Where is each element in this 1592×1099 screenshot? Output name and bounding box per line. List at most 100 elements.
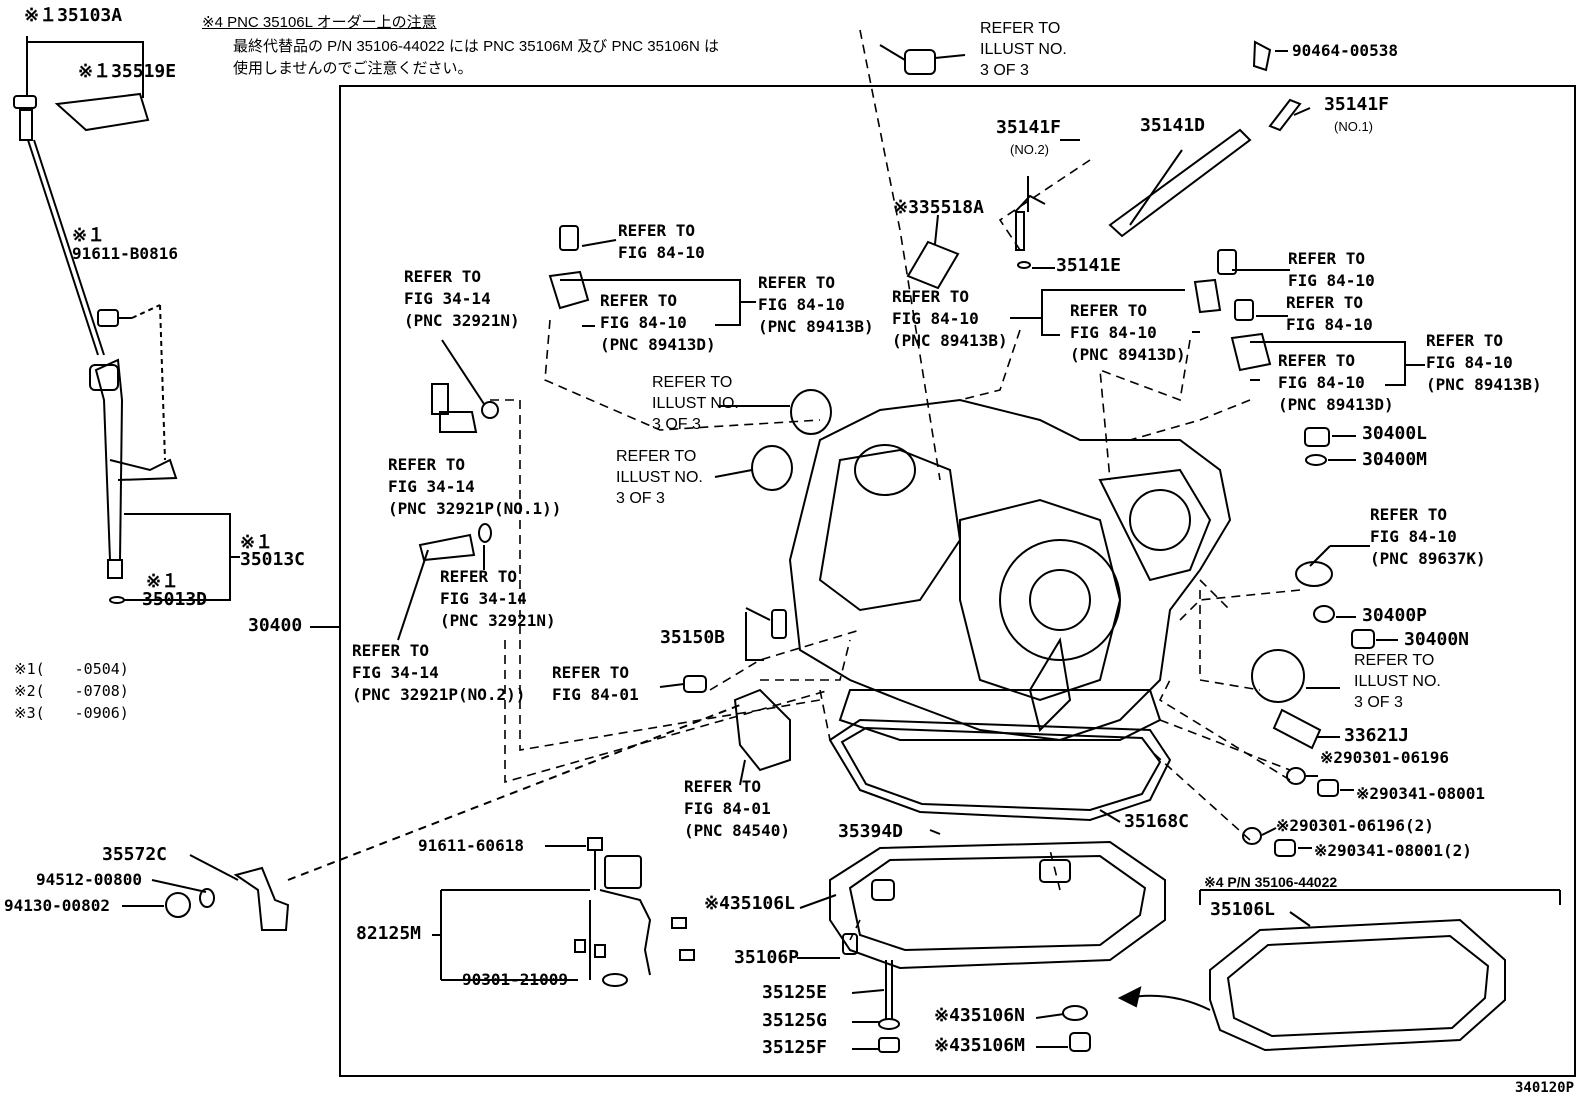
part-94512-00800[interactable]: 94512-00800 bbox=[36, 870, 142, 889]
bracket-35572c-drawing bbox=[165, 866, 290, 931]
part-91611-60618[interactable]: 91611-60618 bbox=[418, 836, 524, 855]
part-35572c[interactable]: 35572C bbox=[102, 844, 168, 865]
part-35106l[interactable]: ※435106L bbox=[704, 893, 795, 914]
washer-90301-2 bbox=[1242, 827, 1262, 845]
part-35106l-alt[interactable]: 35106L bbox=[1210, 899, 1276, 920]
pipe-35141d bbox=[1108, 128, 1252, 238]
diagram-id: 340120P bbox=[1515, 1080, 1575, 1096]
note-line-1: 最終代替品の P/N 35106-44022 には PNC 35106M 及び … bbox=[233, 38, 720, 55]
part-35106p[interactable]: 35106P bbox=[734, 947, 800, 968]
part-94130-00802[interactable]: 94130-00802 bbox=[4, 896, 110, 915]
part-35518a[interactable]: ※335518A bbox=[893, 197, 984, 218]
part-90301-06196-2[interactable]: ※290301-06196(2) bbox=[1276, 816, 1434, 835]
bolt-drawing bbox=[97, 309, 119, 327]
part-35394d[interactable]: 35394D bbox=[838, 821, 904, 842]
solenoid-82125m-drawing bbox=[432, 837, 695, 987]
union-35141f-1 bbox=[1268, 98, 1302, 132]
oil-pan-drawing bbox=[829, 840, 1166, 970]
part-35141f-no1[interactable]: 35141F bbox=[1324, 94, 1390, 115]
washer-30400m bbox=[1305, 454, 1327, 466]
note-line-2: 使用しませんのでご注意ください。 bbox=[233, 60, 473, 77]
part-90464-00538[interactable]: 90464-00538 bbox=[1292, 41, 1398, 60]
part-33621j[interactable]: 33621J bbox=[1344, 725, 1410, 746]
part-35141f-no2[interactable]: 35141F bbox=[996, 117, 1062, 138]
part-35103a[interactable]: ※１35103A bbox=[24, 5, 123, 26]
part-30400m[interactable]: 30400M bbox=[1362, 449, 1428, 470]
part-35519e[interactable]: ※１35519E bbox=[78, 61, 177, 82]
part-33621j bbox=[1272, 708, 1322, 750]
part-82125m[interactable]: 82125M bbox=[356, 923, 422, 944]
sensor-89413d-right bbox=[1193, 278, 1222, 314]
part-35125g[interactable]: 35125G bbox=[762, 1010, 828, 1031]
part-90341-08001-2[interactable]: ※290341-08001(2) bbox=[1314, 841, 1472, 860]
part-35106n[interactable]: ※435106N bbox=[934, 1005, 1025, 1026]
part-35141e[interactable]: 35141E bbox=[1056, 255, 1122, 276]
dipstick-drawing bbox=[13, 92, 150, 356]
washer-90301 bbox=[1286, 767, 1306, 785]
legend-row-3: ※3(-0906) bbox=[14, 704, 129, 722]
part-35125e[interactable]: 35125E bbox=[762, 982, 828, 1003]
part-35168c[interactable]: 35168C bbox=[1124, 811, 1190, 832]
seal-2 bbox=[751, 445, 793, 491]
bolt-84-10-a bbox=[559, 225, 579, 251]
union-35141f-2 bbox=[1014, 194, 1046, 213]
washer-30400p bbox=[1313, 605, 1335, 623]
assembly-frame bbox=[339, 85, 1576, 1077]
bolt-84-10-g bbox=[1234, 299, 1254, 321]
part-35013d[interactable]: 35013D bbox=[142, 589, 208, 610]
part-35518a bbox=[906, 240, 960, 290]
part-91611-b0816[interactable]: 91611-B0816 bbox=[72, 244, 178, 263]
fitting-32921p-2 bbox=[418, 533, 476, 562]
plug-30400l bbox=[1304, 427, 1330, 447]
part-90341-08001[interactable]: ※290341-08001 bbox=[1356, 784, 1485, 803]
part-35013c[interactable]: 35013C bbox=[240, 549, 306, 570]
seal-1 bbox=[790, 389, 832, 435]
part-35125f[interactable]: 35125F bbox=[762, 1037, 828, 1058]
part-35141f-no1-sub: (NO.1) bbox=[1334, 119, 1373, 134]
bolt-top bbox=[904, 49, 936, 75]
transaxle-drawing bbox=[788, 398, 1232, 822]
part-30400[interactable]: 30400 bbox=[248, 615, 303, 636]
part-30400p[interactable]: 30400P bbox=[1362, 605, 1428, 626]
seal-3 bbox=[1251, 649, 1305, 703]
legend-row-1: ※1(-0504) bbox=[14, 660, 129, 678]
sensor-89413b-right bbox=[1230, 332, 1272, 372]
note-title: ※4 PNC 35106L オーダー上の注意 bbox=[202, 14, 437, 31]
part-35013c-mark: ※１ bbox=[240, 532, 274, 553]
sensor-84540-drawing bbox=[733, 688, 791, 772]
part-35150b bbox=[771, 609, 787, 639]
part-35150b[interactable]: 35150B bbox=[660, 627, 726, 648]
part-90301-06196[interactable]: ※290301-06196 bbox=[1320, 748, 1449, 767]
part-30400n[interactable]: 30400N bbox=[1404, 629, 1470, 650]
part-35141d[interactable]: 35141D bbox=[1140, 115, 1206, 136]
drain-plug-drawing bbox=[842, 933, 1091, 1053]
bolt-84-10-f bbox=[1217, 249, 1237, 275]
dipstick-tube-drawing bbox=[89, 358, 178, 604]
plug-30400n bbox=[1351, 629, 1375, 649]
part-30400l[interactable]: 30400L bbox=[1362, 423, 1428, 444]
part-90301-21009[interactable]: 90301-21009 bbox=[462, 970, 568, 989]
plug-90341-2 bbox=[1274, 839, 1296, 857]
part-35106m[interactable]: ※435106M bbox=[934, 1035, 1025, 1056]
